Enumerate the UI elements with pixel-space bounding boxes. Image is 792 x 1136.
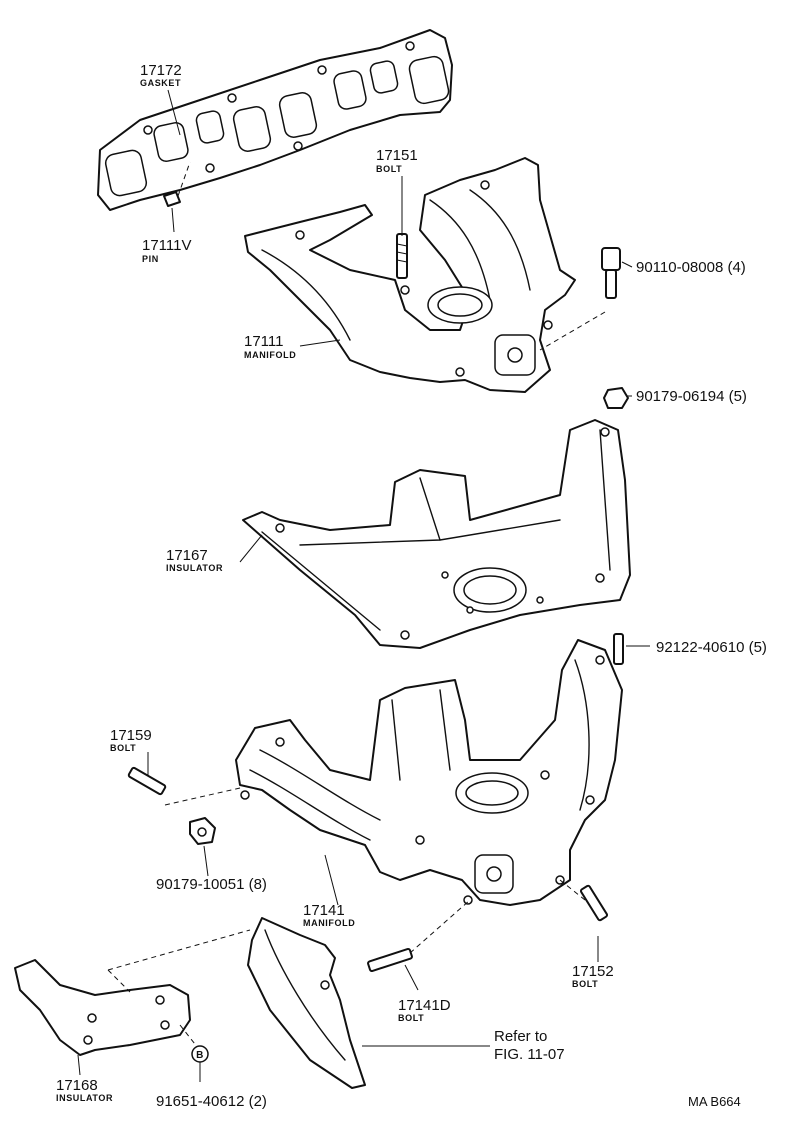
callout-insulator-17168: 17168 INSULATOR [56, 1077, 113, 1103]
callout-label: BOLT [376, 164, 402, 174]
callout-manifold-upper: 17111 MANIFOLD [244, 333, 296, 360]
gasket-part [97, 29, 453, 211]
callout-label: INSULATOR [56, 1093, 113, 1103]
lower-manifold-part [235, 639, 623, 906]
callout-label: MANIFOLD [303, 918, 355, 928]
callout-number: 90110-08008 (4) [636, 259, 746, 276]
pin-part [163, 161, 191, 207]
callout-bolt-91651: 91651-40612 (2) [156, 1093, 267, 1110]
nut-90179-10051-part [189, 817, 216, 845]
callout-number: 17172 [140, 62, 182, 79]
callout-number: 17111 [244, 333, 284, 350]
callout-label: GASKET [140, 78, 181, 88]
reference-line-2: FIG. 11-07 [494, 1046, 565, 1063]
callout-number: 17167 [166, 547, 208, 564]
callout-number: 90179-06194 (5) [636, 388, 747, 405]
callout-number: 92122-40610 (5) [656, 639, 767, 656]
stud-92122-part [613, 633, 624, 665]
callout-label: MANIFOLD [244, 350, 296, 360]
marker-b: B [191, 1045, 209, 1063]
bolt-17152-part [559, 879, 609, 922]
callout-bolt-17152: 17152 BOLT [572, 963, 614, 989]
callout-insulator-17167: 17167 INSULATOR [166, 547, 223, 573]
callout-bolt-17151: 17151 BOLT [376, 147, 418, 174]
reference-note: Refer to FIG. 11-07 [494, 1028, 565, 1063]
insulator-17168-part [14, 929, 251, 1056]
reference-line-1: Refer to [494, 1028, 547, 1045]
leader-lines [77, 89, 650, 1082]
callout-number: 17152 [572, 963, 614, 980]
bolt-90110-part [539, 247, 621, 351]
callout-bolt-90110: 90110-08008 (4) [636, 259, 746, 276]
callout-bolt-17159: 17159 BOLT [110, 727, 152, 753]
callout-manifold-lower: 17141 MANIFOLD [303, 902, 355, 928]
callout-number: 17111V [142, 237, 192, 254]
callout-label: PIN [142, 254, 159, 264]
callout-number: 17141D [398, 997, 451, 1014]
bolt-17151-part [396, 233, 408, 279]
callout-nut-90179-06194: 90179-06194 (5) [636, 388, 747, 405]
callout-label: INSULATOR [166, 563, 223, 573]
callout-number: 17151 [376, 147, 418, 164]
callout-label: BOLT [110, 743, 136, 753]
callout-nut-90179-10051: 90179-10051 (8) [156, 876, 267, 893]
callout-pin: 17111V PIN [142, 237, 192, 264]
heat-shield-part [247, 917, 366, 1089]
callout-stud-92122: 92122-40610 (5) [656, 639, 767, 656]
marker-letter: B [196, 1050, 204, 1061]
callout-label: BOLT [398, 1013, 424, 1023]
nut-90179-06194-part [603, 387, 629, 409]
insulator-17167-part [242, 419, 631, 649]
callout-number: 90179-10051 (8) [156, 876, 267, 893]
callout-gasket: 17172 GASKET [140, 62, 182, 88]
callout-number: 91651-40612 (2) [156, 1093, 267, 1110]
callout-label: BOLT [572, 979, 598, 989]
callout-bolt-17141d: 17141D BOLT [398, 997, 451, 1023]
bolt-17141d-part [367, 899, 471, 973]
upper-manifold-part [244, 157, 576, 393]
bolt-17159-part [127, 766, 241, 806]
figure-code: MA B664 [688, 1094, 741, 1109]
callout-number: 17141 [303, 902, 345, 919]
callout-number: 17168 [56, 1077, 98, 1094]
callout-number: 17159 [110, 727, 152, 744]
